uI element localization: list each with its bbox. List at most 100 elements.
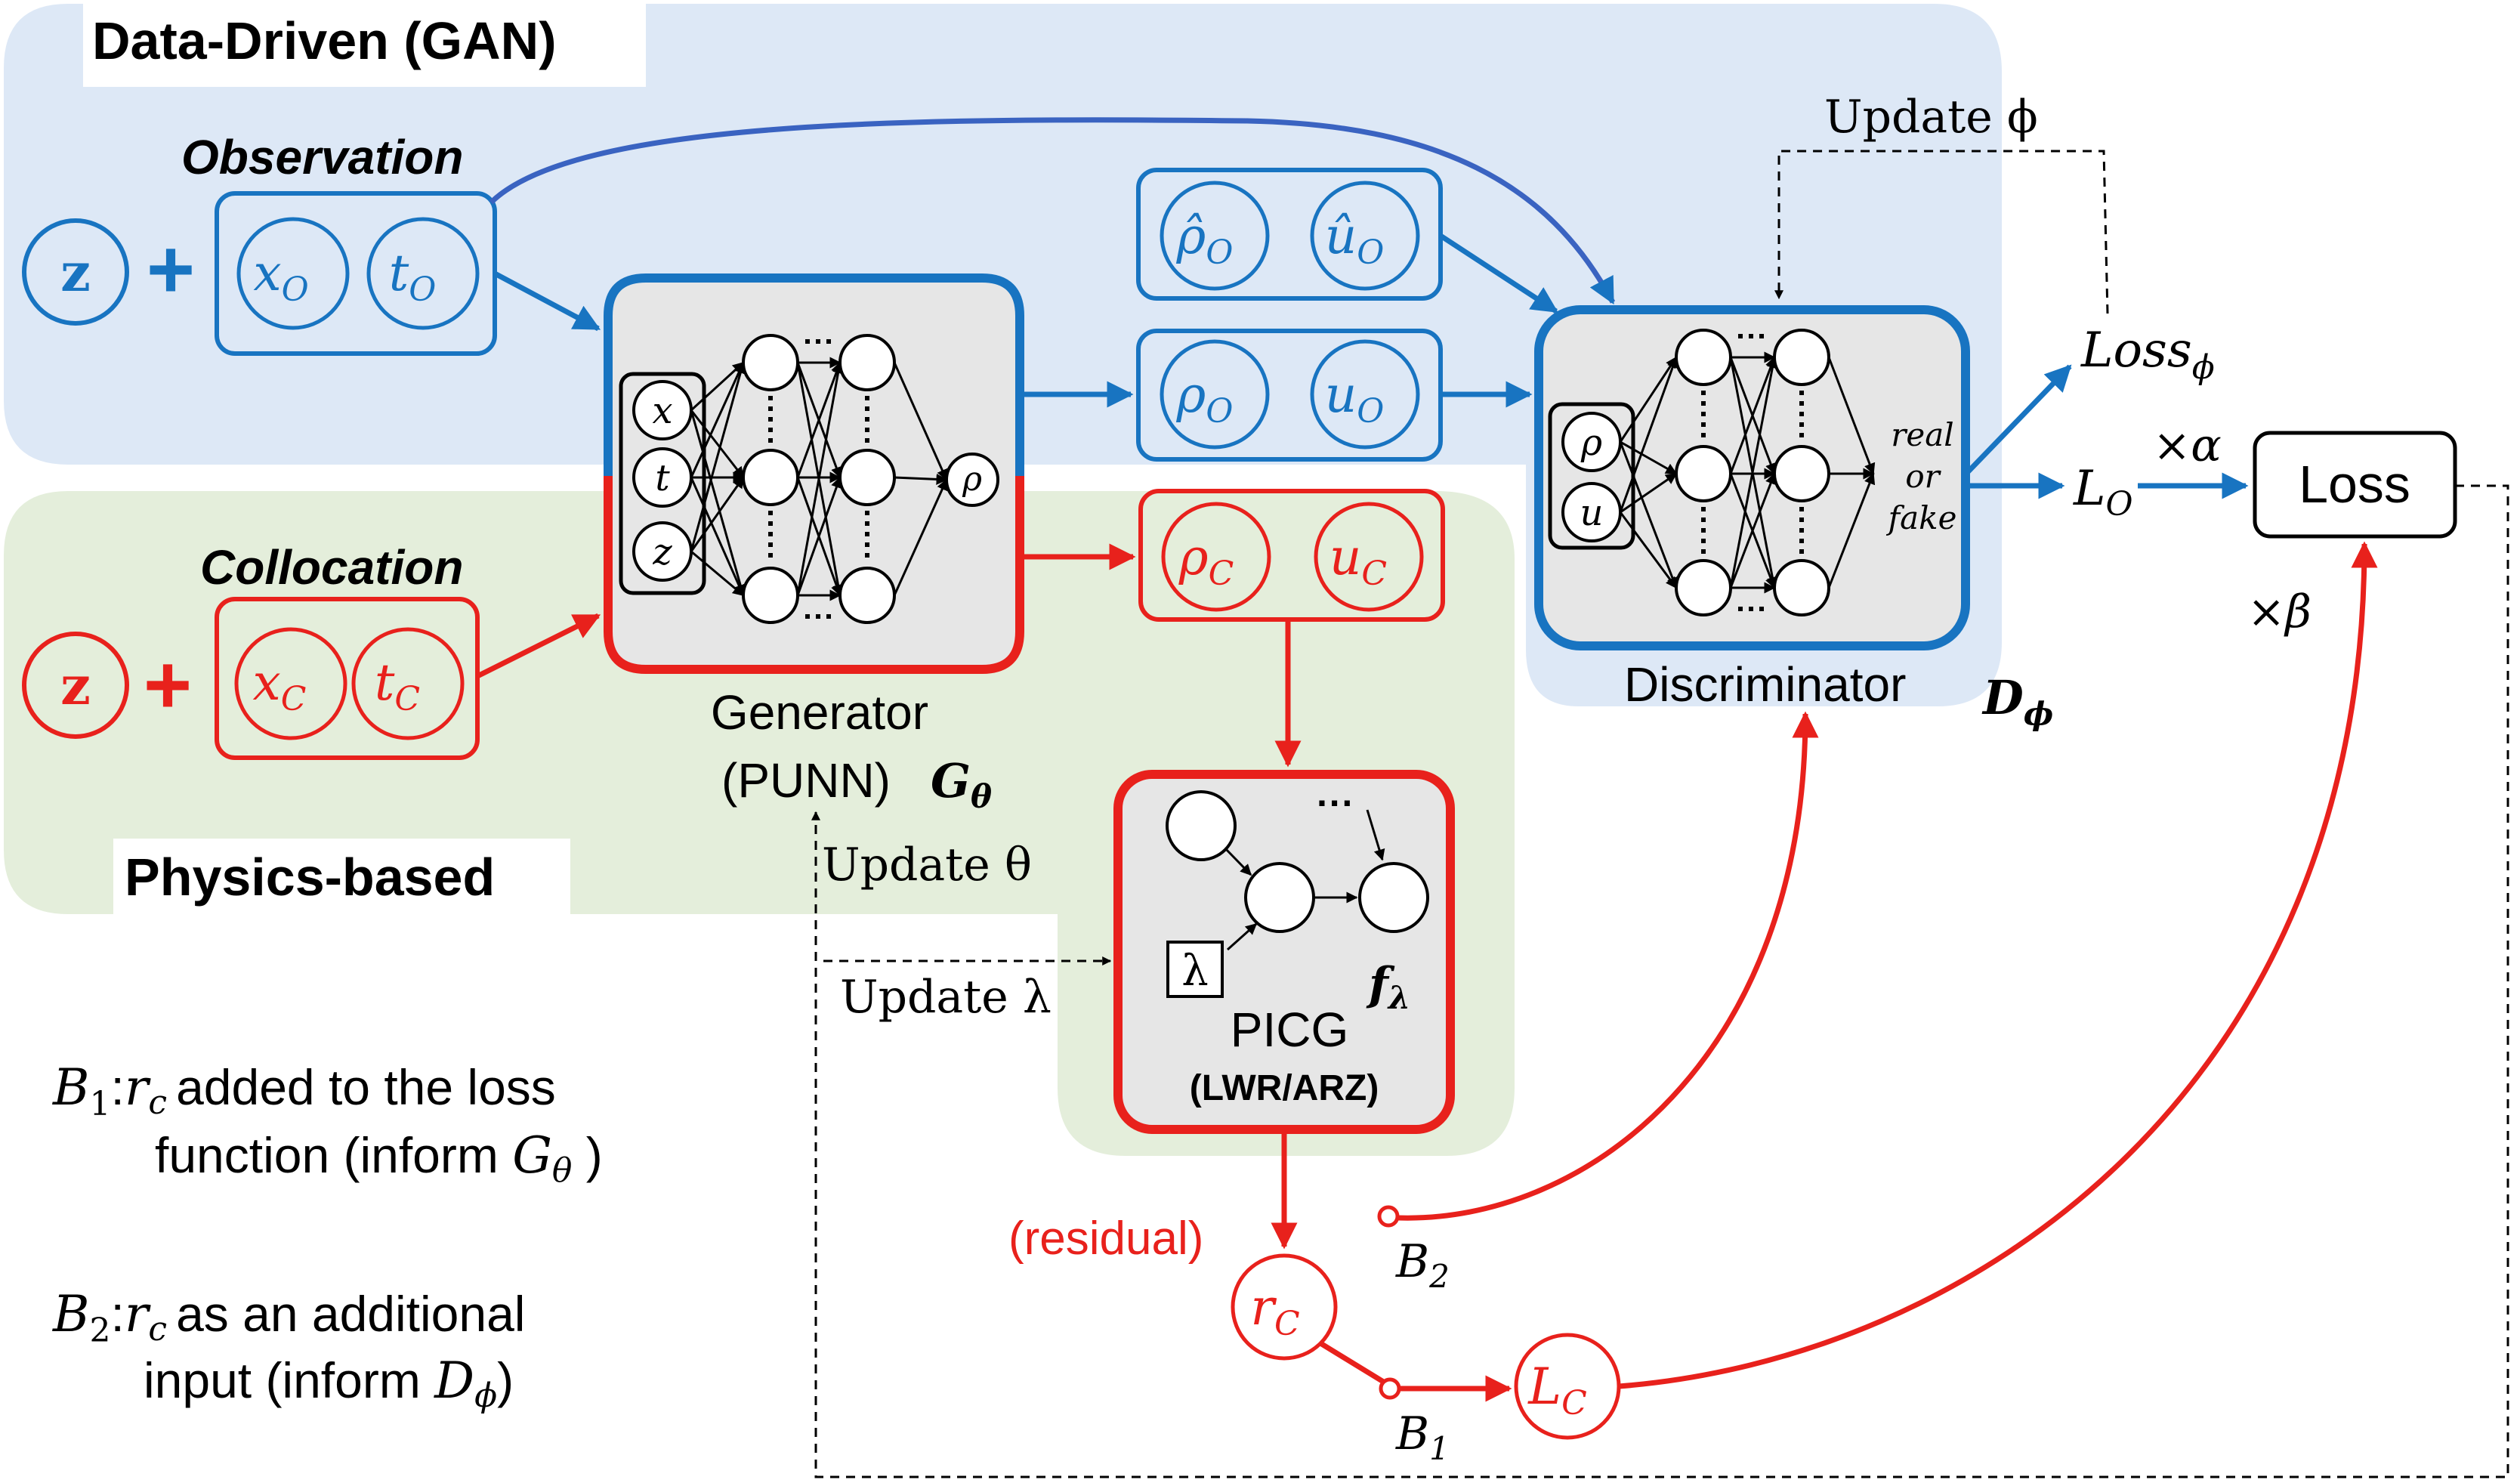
update-phi-label: Update ϕ [1824, 91, 2038, 144]
plus-col: + [144, 638, 192, 731]
generator-output-label: ρ [962, 460, 982, 499]
discriminator-hidden-node [1675, 329, 1732, 386]
u-o-label: uO [1325, 366, 1385, 431]
generator-input-box [619, 372, 706, 595]
rho-hat-o-node [1160, 181, 1270, 291]
collocation-box [215, 597, 480, 760]
note-b1-line2: function (inform Gθ ) [155, 1126, 603, 1190]
arrow-l-c-to-loss [1618, 541, 2378, 1389]
t-o-node [366, 217, 480, 330]
generator-hidden-node [838, 567, 896, 624]
picg-symbol: fλ [1366, 958, 1410, 1016]
discriminator-symbol: Dϕ [1981, 670, 2053, 732]
arrow-obs-to-gen [493, 270, 601, 332]
discriminator-input-label: u [1580, 492, 1604, 534]
rho-hat-u-hat-box [1136, 168, 1443, 301]
line-r-c-to-b1 [1319, 1341, 1386, 1385]
generator-hidden-node [742, 334, 799, 391]
generator-box-fill [608, 278, 1020, 669]
z-obs-label: z [60, 241, 91, 304]
generator-hidden-node [838, 449, 896, 506]
discriminator-title: Discriminator [1624, 657, 1906, 712]
u-o-node [1310, 339, 1420, 450]
generator-subtitle: (PUNN) [721, 753, 891, 808]
note-b2-line2: input (inform Dϕ) [144, 1352, 514, 1415]
discriminator-hidden-node [1773, 445, 1830, 502]
t-c-node [351, 627, 465, 740]
arrow-disc-to-loss-phi [1962, 364, 2072, 478]
lambda-label: λ [1181, 947, 1209, 996]
generator-symbol: Gθ [931, 753, 992, 815]
generator-input-label: z [652, 531, 672, 573]
alpha-label: ×α [2153, 419, 2222, 472]
residual-label: (residual) [1008, 1213, 1203, 1265]
generator-hidden-node [838, 334, 896, 391]
loss-box-label: Loss [2299, 455, 2410, 514]
generator-network: xtz ρ [632, 334, 999, 624]
r-c-node [1231, 1253, 1338, 1361]
rho-hat-o-label: ρ̂O [1176, 207, 1234, 272]
collocation-label: Collocation [200, 540, 463, 595]
u-c-label: uC [1329, 528, 1387, 593]
physics-based-title-bg [113, 839, 570, 918]
dash-update-phi [1774, 150, 2109, 314]
discriminator-network: ρu [1561, 329, 1876, 616]
beta-label: ×β [2247, 585, 2312, 638]
disc-output-or: or [1905, 458, 1941, 495]
generator-input-label: t [655, 457, 670, 499]
t-c-label: tC [375, 653, 420, 718]
disc-output-fake: fake [1886, 499, 1957, 536]
u-c-node [1314, 502, 1424, 612]
discriminator-hidden-node [1675, 445, 1732, 502]
generator-border-blue [604, 273, 1024, 476]
plus-obs: + [147, 223, 195, 316]
generator-input-label: x [652, 390, 672, 432]
rho-c-node [1161, 502, 1271, 612]
arrow-rho-hat-to-disc [1439, 233, 1558, 314]
update-theta-label: Update θ [822, 839, 1032, 891]
z-obs-node [22, 218, 129, 326]
picg-title: PICG [1231, 1003, 1348, 1057]
x-o-node [236, 217, 350, 330]
b2-switch [1377, 1205, 1400, 1228]
data-driven-title: Data-Driven (GAN) [92, 11, 557, 70]
rho-o-node [1160, 339, 1270, 450]
b2-label: B2 [1395, 1235, 1450, 1295]
lambda-box [1166, 941, 1224, 998]
picg-dots: ··· [1317, 782, 1354, 824]
x-o-label: xO [253, 244, 308, 309]
picg-graph [1166, 790, 1429, 998]
x-c-label: xC [253, 653, 307, 718]
z-col-label: z [60, 654, 91, 717]
l-o-label: LO [2073, 461, 2133, 524]
picg-subtitle: (LWR/ARZ) [1190, 1068, 1379, 1108]
u-hat-o-node [1310, 181, 1420, 291]
x-c-node [234, 627, 347, 740]
rho-c-label: ρC [1178, 528, 1234, 593]
b1-label: B1 [1395, 1407, 1450, 1467]
observation-label: Observation [181, 130, 463, 184]
data-driven-title-bg [83, 4, 646, 87]
discriminator-hidden-node [1675, 559, 1732, 616]
loss-phi-label: Lossϕ [2080, 323, 2215, 387]
discriminator-hidden-node [1773, 329, 1830, 386]
generator-title: Generator [711, 685, 928, 740]
t-o-label: tO [389, 244, 437, 309]
generator-hidden-node [742, 449, 799, 506]
generator-output-node [945, 453, 999, 507]
z-col-node [22, 632, 129, 739]
rho-o-label: ρO [1176, 366, 1234, 431]
dash-loss-feedback [811, 484, 2509, 1478]
generator-border-red [604, 476, 1024, 674]
disc-output-real: real [1891, 416, 1953, 453]
discriminator-input-label: ρ [1580, 422, 1602, 464]
arrow-b2-to-disc [1397, 711, 1819, 1221]
generator-hidden-node [742, 567, 799, 624]
arrow-obs-to-disc [489, 117, 1616, 305]
u-hat-o-label: ûO [1325, 207, 1385, 272]
discriminator-hidden-node [1773, 559, 1830, 616]
physics-based-title: Physics-based [125, 848, 495, 907]
